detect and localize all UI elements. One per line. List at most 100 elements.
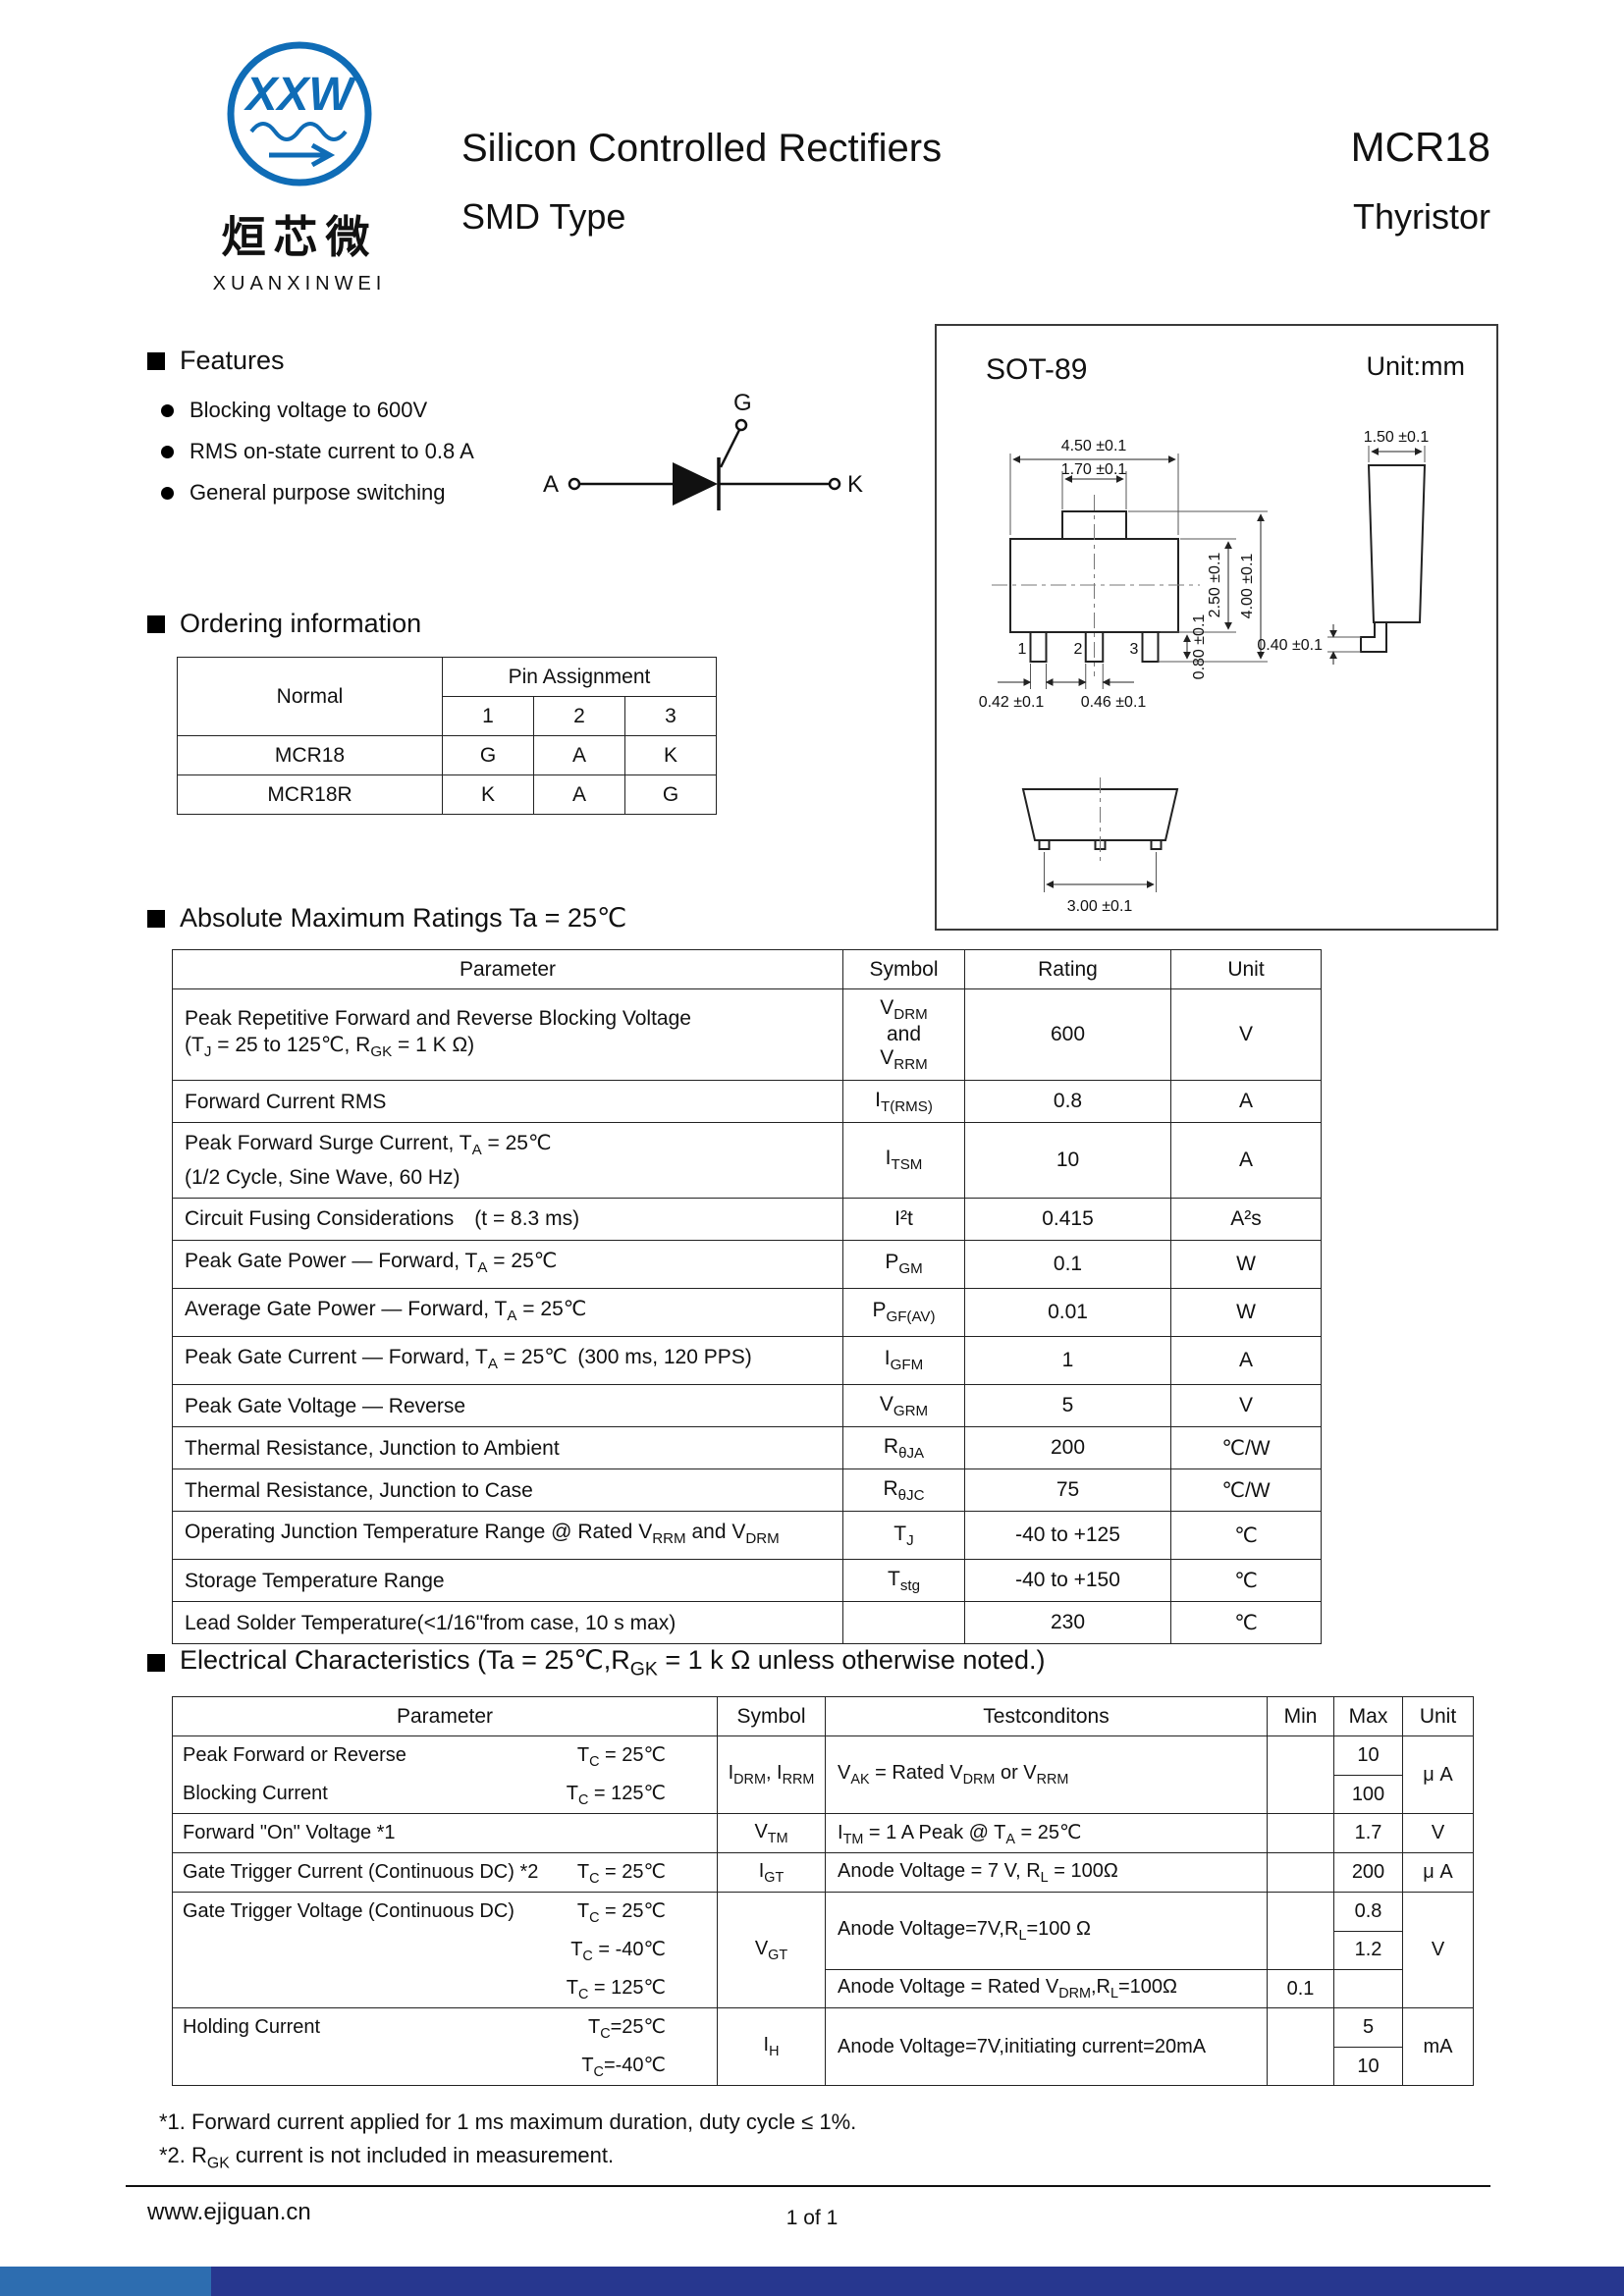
company-logo: XXW 烜芯微 XUANXINWEI bbox=[201, 39, 398, 295]
cond-cell: Anode Voltage = 7 V, RL = 100Ω bbox=[825, 1852, 1268, 1894]
symbol-cell: IT(RMS) bbox=[842, 1080, 965, 1124]
max-cell: 200 bbox=[1333, 1852, 1403, 1894]
sym-cell: IDRM, IRRM bbox=[717, 1735, 826, 1815]
pin-col-2: 2 bbox=[533, 696, 625, 736]
max-cell: 100 bbox=[1333, 1774, 1403, 1815]
parameter-cell: Circuit Fusing Considerations (t = 8.3 m… bbox=[172, 1197, 843, 1241]
parameter-cell: Peak Gate Voltage — Reverse bbox=[172, 1384, 843, 1428]
rating-cell: 0.1 bbox=[964, 1239, 1171, 1289]
gate-label: G bbox=[733, 391, 752, 416]
symbol-cell: Tstg bbox=[842, 1559, 965, 1603]
pin-3-label: 3 bbox=[1130, 641, 1139, 658]
amr-section: Absolute Maximum Ratings Ta = 25℃ Parame… bbox=[147, 903, 1322, 1645]
col-rating: Rating bbox=[964, 949, 1171, 989]
rating-cell: 75 bbox=[964, 1468, 1171, 1513]
parameter-cell: Storage Temperature Range bbox=[172, 1559, 843, 1603]
amr-row: Lead Solder Temperature(<1/16"from case,… bbox=[172, 1601, 1322, 1645]
dim-body-height: 2.50 ±0.1 bbox=[1207, 553, 1223, 618]
unit-cell: V bbox=[1402, 1892, 1474, 2009]
ec-row: 10 bbox=[173, 2046, 1474, 2087]
unit-cell: A bbox=[1170, 1122, 1322, 1199]
title-block: Silicon Controlled Rectifiers MCR18 SMD … bbox=[461, 124, 1490, 238]
col-parameter: Parameter bbox=[172, 1696, 718, 1737]
page-number: 1 of 1 bbox=[785, 2207, 839, 2229]
parameter-cell: Peak Forward Surge Current, TA = 25℃(1/2… bbox=[172, 1122, 843, 1199]
symbol-cell: IGFM bbox=[842, 1335, 965, 1386]
symbol-cell: RθJC bbox=[842, 1468, 965, 1513]
features-heading: Features bbox=[147, 346, 795, 376]
features-heading-label: Features bbox=[180, 346, 285, 375]
feature-item: General purpose switching bbox=[161, 472, 795, 513]
col-symbol: Symbol bbox=[717, 1696, 826, 1737]
normal-header-cell: Normal bbox=[177, 657, 443, 736]
section-marker-icon bbox=[147, 614, 165, 633]
unit-cell: ℃ bbox=[1170, 1511, 1322, 1561]
rating-cell: 230 bbox=[964, 1601, 1171, 1645]
amr-header-row: Parameter Symbol Rating Unit bbox=[172, 949, 1322, 989]
param-cell: Gate Trigger Voltage (Continuous DC)TC =… bbox=[172, 1892, 718, 2009]
dim-total-height: 4.00 ±0.1 bbox=[1239, 554, 1256, 619]
ordering-pin-cols-row: 1 2 3 bbox=[178, 696, 718, 736]
footer-color-bar bbox=[0, 2267, 1624, 2296]
sym-cell: VTM bbox=[717, 1813, 826, 1854]
amr-heading: Absolute Maximum Ratings Ta = 25℃ bbox=[147, 903, 1322, 934]
pin-2-label: 2 bbox=[1074, 641, 1083, 658]
feature-item: RMS on-state current to 0.8 A bbox=[161, 431, 795, 472]
cathode-terminal-icon bbox=[828, 477, 841, 491]
amr-row: Peak Forward Surge Current, TA = 25℃(1/2… bbox=[172, 1122, 1322, 1199]
section-marker-icon bbox=[147, 909, 165, 928]
symbol-cell: PGF(AV) bbox=[842, 1287, 965, 1337]
dim-lead-length: 0.80 ±0.1 bbox=[1191, 614, 1208, 680]
pin-1-label: 1 bbox=[1018, 641, 1027, 658]
diode-triangle-icon bbox=[673, 462, 718, 506]
cond-cell: ITM = 1 A Peak @ TA = 25℃ bbox=[825, 1813, 1268, 1854]
min-cell bbox=[1267, 2007, 1334, 2087]
features-section: Features Blocking voltage to 600V RMS on-… bbox=[147, 346, 795, 513]
max-cell: 1.7 bbox=[1333, 1813, 1403, 1854]
part-name-cell: MCR18 bbox=[177, 735, 443, 775]
parameter-cell: Thermal Resistance, Junction to Case bbox=[172, 1468, 843, 1513]
cond-cell: Anode Voltage=7V,initiating current=20mA bbox=[825, 2007, 1268, 2087]
symbol-cell: ITSM bbox=[842, 1122, 965, 1199]
logo-xxw-text: XXW bbox=[243, 69, 356, 121]
section-marker-icon bbox=[147, 351, 165, 370]
col-unit: Unit bbox=[1402, 1696, 1474, 1737]
dim-bottom-width: 3.00 ±0.1 bbox=[1067, 898, 1133, 915]
device-type: Thyristor bbox=[1352, 196, 1490, 237]
rating-cell: 5 bbox=[964, 1384, 1171, 1428]
parameter-cell: Thermal Resistance, Junction to Ambient bbox=[172, 1426, 843, 1470]
ec-row: Gate Trigger Voltage (Continuous DC)TC =… bbox=[172, 1892, 1474, 2009]
doc-subtitle: SMD Type bbox=[461, 196, 626, 237]
param-cell: Forward "On" Voltage *1 bbox=[172, 1813, 718, 1854]
symbol-cell: TJ bbox=[842, 1511, 965, 1561]
package-outline-drawing: 4.50 ±0.1 1.70 ±0.1 2.50 ±0.1 4.00 ±0.1 … bbox=[979, 429, 1430, 915]
symbol-cell bbox=[842, 1601, 965, 1645]
max-cell: 1.2 bbox=[1333, 1930, 1403, 1971]
col-symbol: Symbol bbox=[842, 949, 965, 989]
footer-url: www.ejiguan.cn bbox=[147, 2199, 311, 2225]
gate-terminal-icon bbox=[734, 418, 748, 432]
ordering-heading-label: Ordering information bbox=[180, 609, 422, 638]
max-cell: 10 bbox=[1333, 1735, 1403, 1776]
parameter-cell: Lead Solder Temperature(<1/16"from case,… bbox=[172, 1601, 843, 1645]
min-cell bbox=[1267, 1892, 1334, 1971]
anode-terminal-icon bbox=[568, 477, 581, 491]
feature-text: Blocking voltage to 600V bbox=[189, 398, 428, 422]
dim-lead-thickness: 0.40 ±0.1 bbox=[1257, 637, 1323, 654]
min-cell: 0.1 bbox=[1267, 1969, 1334, 2009]
parameter-cell: Peak Gate Current — Forward, TA = 25℃ (3… bbox=[172, 1335, 843, 1386]
unit-cell: A bbox=[1170, 1335, 1322, 1386]
ec-header-row: Parameter Symbol Testconditons Min Max U… bbox=[172, 1696, 1474, 1737]
pin-cell: G bbox=[442, 735, 534, 775]
unit-cell: ℃ bbox=[1170, 1559, 1322, 1603]
unit-cell: μ A bbox=[1402, 1735, 1474, 1815]
symbol-cell: PGM bbox=[842, 1239, 965, 1289]
